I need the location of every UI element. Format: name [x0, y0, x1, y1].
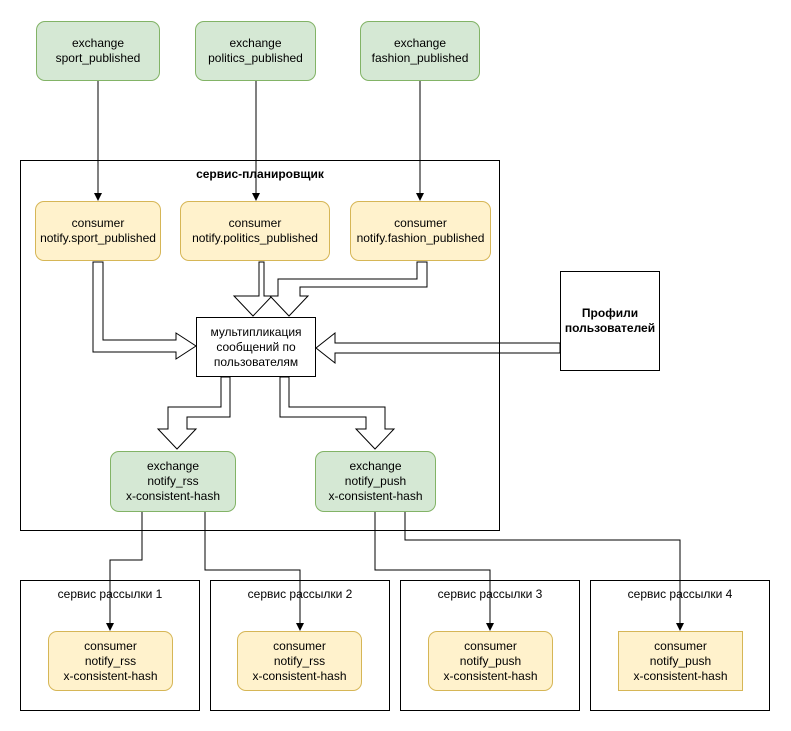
mailing-service-4-title: сервис рассылки 4: [627, 587, 733, 601]
node-label-line: exchange: [393, 36, 447, 50]
node-label-line: x-consistent-hash: [443, 668, 538, 683]
node-label-line: notify_rss: [273, 653, 326, 668]
node-label-line: exchange: [229, 36, 282, 50]
mailing-service-2-container: сервис рассылки 2: [210, 580, 390, 711]
node-label-line: politics_published: [208, 51, 303, 65]
consumer-notify-fashion-published: consumer notify.fashion_published: [350, 201, 491, 261]
node-label-line: exchange: [349, 459, 402, 473]
scheduler-service-title: сервис-планировщик: [196, 167, 324, 181]
node-label-line: consumer: [84, 638, 137, 653]
exchange-sport-published: exchange sport_published: [36, 21, 160, 81]
consumer-notify-sport-published: consumer notify.sport_published: [35, 201, 161, 261]
node-label-line: consumer: [394, 216, 447, 230]
mailing-service-3-container: сервис рассылки 3: [400, 580, 580, 711]
node-label-line: notify_rss: [84, 653, 137, 668]
node-label-line: consumer: [464, 638, 517, 653]
node-label-line: sport_published: [55, 51, 141, 65]
mailing-service-1-title: сервис рассылки 1: [57, 587, 163, 601]
consumer-notify-push-4: consumer notify_push x-consistent-hash: [618, 631, 743, 691]
mailing-service-1-container: сервис рассылки 1: [20, 580, 200, 711]
node-label-line: x-consistent-hash: [633, 668, 728, 683]
consumer-notify-push-3: consumer notify_push x-consistent-hash: [428, 631, 553, 691]
exchange-notify-rss: exchange notify_rss x-consistent-hash: [110, 451, 236, 512]
node-label-line: exchange: [71, 36, 125, 50]
user-profiles-box: Профили пользователей: [560, 271, 660, 371]
consumer-notify-rss-2: consumer notify_rss x-consistent-hash: [237, 631, 362, 691]
node-label-line: x-consistent-hash: [125, 489, 221, 503]
node-label-line: consumer: [654, 638, 707, 653]
node-label-line: fashion_published: [371, 51, 469, 65]
node-label-line: notify_push: [649, 653, 712, 668]
node-label-line: consumer: [228, 216, 282, 230]
node-label-line: x-consistent-hash: [63, 668, 158, 683]
message-multiplier-box: мультипликация сообщений по пользователя…: [196, 317, 316, 377]
node-label-line: x-consistent-hash: [328, 489, 423, 503]
node-label-line: сообщений по: [216, 339, 296, 354]
node-label-line: consumer: [273, 638, 326, 653]
consumer-notify-politics-published: consumer notify.politics_published: [180, 201, 330, 261]
node-label-line: exchange: [146, 459, 200, 473]
node-label-line: пользователей: [564, 321, 656, 335]
node-label-line: Профили: [581, 306, 639, 320]
mailing-service-4-container: сервис рассылки 4: [590, 580, 770, 711]
consumer-notify-rss-1: consumer notify_rss x-consistent-hash: [48, 631, 173, 691]
node-label-line: notify.politics_published: [192, 231, 318, 245]
node-label-line: пользователям: [213, 354, 299, 369]
scheduler-service-container: сервис-планировщик: [20, 160, 500, 531]
node-label-line: x-consistent-hash: [252, 668, 347, 683]
mailing-service-2-title: сервис рассылки 2: [247, 587, 353, 601]
node-label-line: мультипликация: [210, 324, 302, 339]
exchange-notify-push: exchange notify_push x-consistent-hash: [315, 451, 436, 512]
node-label-line: notify_rss: [147, 474, 199, 488]
node-label-line: notify_push: [459, 653, 522, 668]
node-label-line: consumer: [71, 216, 125, 230]
node-label-line: notify.fashion_published: [356, 231, 485, 245]
node-label-line: notify.sport_published: [40, 231, 156, 245]
exchange-politics-published: exchange politics_published: [195, 21, 316, 81]
node-label-line: notify_push: [344, 474, 407, 488]
mailing-service-3-title: сервис рассылки 3: [437, 587, 543, 601]
exchange-fashion-published: exchange fashion_published: [360, 21, 480, 81]
